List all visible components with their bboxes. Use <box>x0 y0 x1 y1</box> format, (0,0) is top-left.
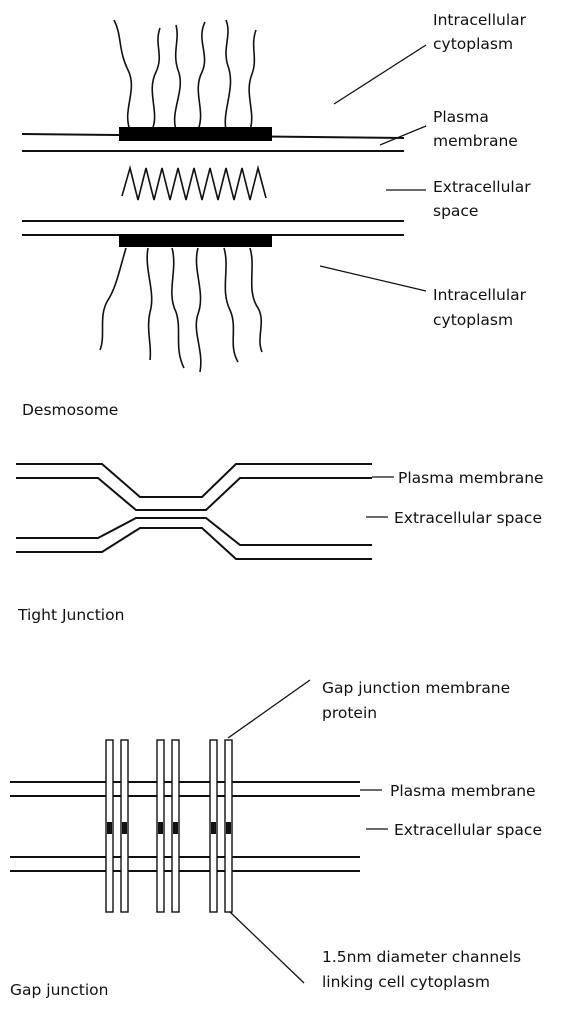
channel-junction-mark <box>211 822 216 834</box>
plasma-membrane-label-line2: membrane <box>433 132 518 150</box>
filament <box>100 248 126 350</box>
channel-junction-mark <box>107 822 112 834</box>
intracellular-top-leader <box>334 45 426 104</box>
intercellular-linker-zigzag <box>122 168 266 200</box>
gap-channels-leader <box>230 912 304 983</box>
channel-junction-mark <box>226 822 231 834</box>
plasma-membrane-leader <box>380 126 426 145</box>
tight-upper-membrane-outer <box>16 464 372 497</box>
connexon-pair-2 <box>157 740 179 912</box>
intracellular-top-label-line2: cytoplasm <box>433 35 513 53</box>
tight-extracellular-label: Extracellular space <box>394 509 542 527</box>
filament <box>147 248 152 360</box>
filament <box>152 28 160 130</box>
tight-lower-membrane-outer <box>16 528 372 559</box>
upper-filaments <box>114 20 256 130</box>
gap-channels-label-line1: 1.5nm diameter channels <box>322 948 521 966</box>
upper-desmosome-plaque <box>119 127 272 141</box>
channel-junction-mark <box>158 822 163 834</box>
channel-junction-mark <box>173 822 178 834</box>
lower-desmosome-plaque <box>119 234 272 247</box>
extracellular-label-line1: Extracellular <box>433 178 531 196</box>
filament <box>225 20 230 130</box>
filament <box>175 25 181 130</box>
filament <box>114 20 131 130</box>
filament <box>249 30 256 130</box>
tight-lower-membrane-inner <box>16 518 372 545</box>
filament <box>198 22 205 130</box>
desmosome-diagram: Intracellular cytoplasm Plasma membrane … <box>22 11 531 419</box>
channel-junction-mark <box>122 822 127 834</box>
lower-filaments <box>100 248 262 372</box>
desmosome-title: Desmosome <box>22 401 118 419</box>
filament <box>172 248 184 368</box>
gap-junction-diagram: Gap junction membrane protein Plasma mem… <box>10 679 542 999</box>
connexon-pair-1 <box>106 740 128 912</box>
tight-upper-membrane-inner <box>16 478 372 510</box>
intracellular-top-label-line1: Intracellular <box>433 11 527 29</box>
gap-junction-title: Gap junction <box>10 981 108 999</box>
gap-protein-label-line2: protein <box>322 704 377 722</box>
extracellular-label-line2: space <box>433 202 478 220</box>
intracellular-bottom-label-line2: cytoplasm <box>433 311 513 329</box>
filament <box>196 248 201 372</box>
connexon-pair-3 <box>210 740 232 912</box>
tight-plasma-membrane-label: Plasma membrane <box>398 469 544 487</box>
intracellular-bottom-leader <box>320 266 426 291</box>
filament <box>250 248 262 352</box>
filament <box>224 248 238 362</box>
plasma-membrane-label-line1: Plasma <box>433 108 489 126</box>
tight-junction-diagram: Plasma membrane Extracellular space Tigh… <box>16 464 544 624</box>
gap-plasma-membrane-label: Plasma membrane <box>390 782 536 800</box>
gap-extracellular-label: Extracellular space <box>394 821 542 839</box>
intracellular-bottom-label-line1: Intracellular <box>433 286 527 304</box>
tight-junction-title: Tight Junction <box>17 606 124 624</box>
gap-channels-label-line2: linking cell cytoplasm <box>322 973 490 991</box>
gap-protein-leader <box>228 680 310 738</box>
gap-protein-label-line1: Gap junction membrane <box>322 679 510 697</box>
